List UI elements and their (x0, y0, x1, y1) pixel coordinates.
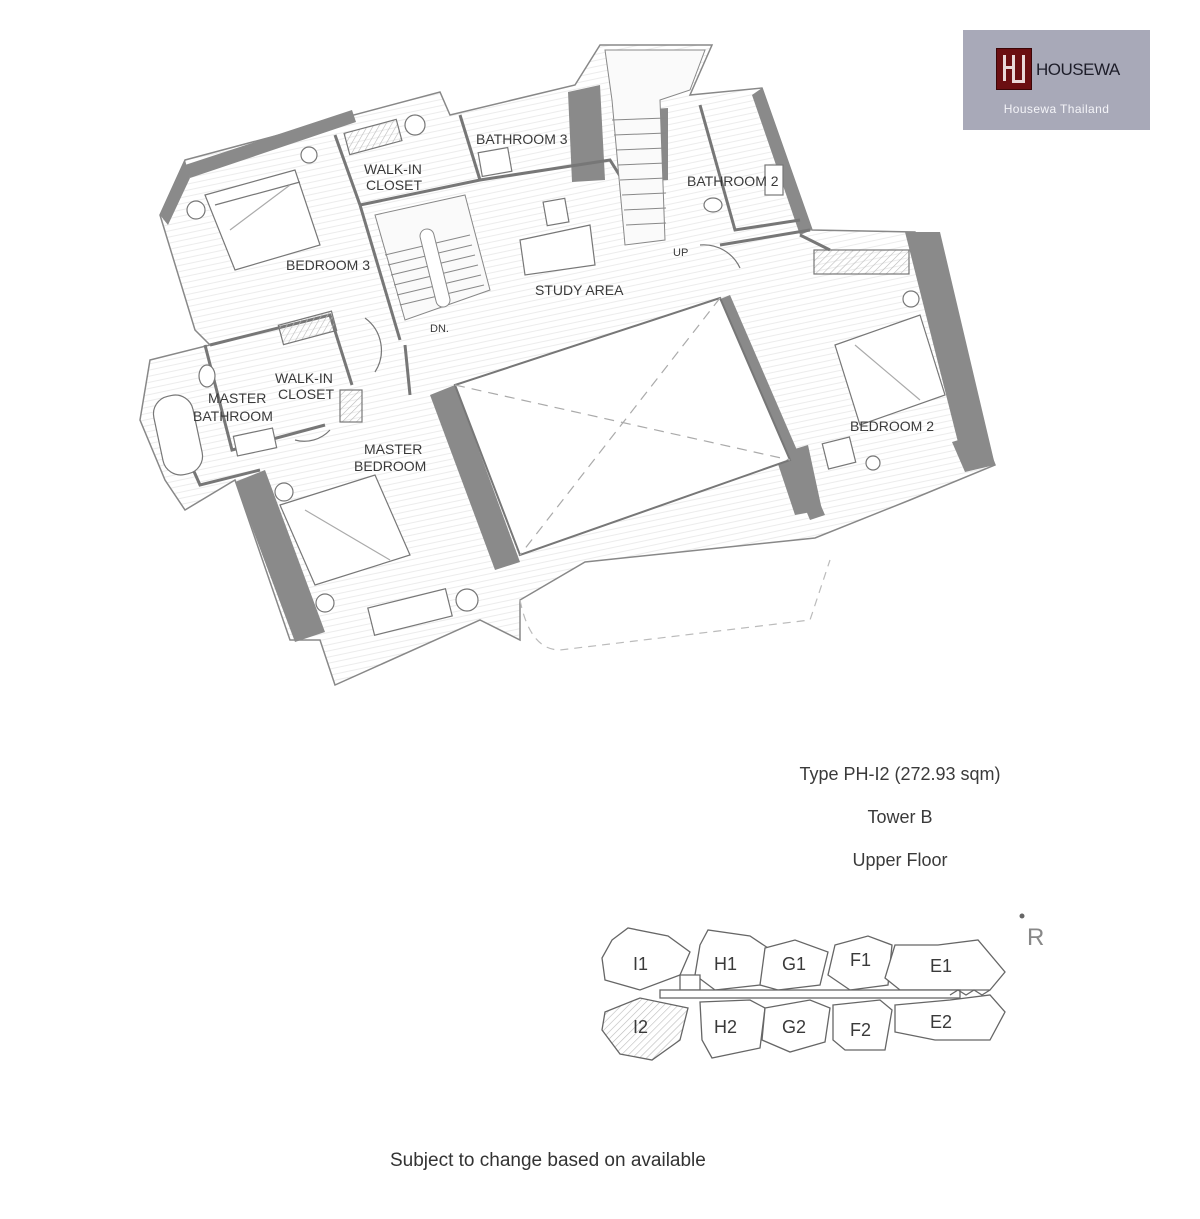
label-study-area: STUDY AREA (535, 282, 624, 298)
label-stair-up: UP (673, 247, 688, 259)
key-unit-g1: G1 (782, 954, 806, 974)
label-walkin-closet-1b: CLOSET (366, 177, 422, 193)
key-unit-f2: F2 (850, 1020, 871, 1040)
furniture (152, 114, 946, 636)
key-unit-i2: I2 (633, 1017, 648, 1037)
housewa-brand-name: HOUSEWA (1036, 60, 1120, 79)
label-bedroom-3: BEDROOM 3 (286, 257, 370, 273)
label-bedroom-2: BEDROOM 2 (850, 418, 934, 434)
label-master-bedroom-a: MASTER (364, 441, 422, 457)
key-connector-top (679, 974, 701, 991)
key-plan-labels: I1 H1 G1 F1 E1 I2 H2 G2 F2 E2 R (633, 913, 1044, 1040)
label-master-bathroom-a: MASTER (208, 390, 266, 406)
tower-name: Tower B (867, 807, 933, 827)
key-unit-h2: H2 (714, 1017, 737, 1037)
key-zigzag (949, 989, 991, 996)
key-unit-e1-shape (884, 939, 1006, 991)
key-unit-f2-shape (832, 999, 893, 1051)
key-unit-h1: H1 (714, 954, 737, 974)
label-walkin-closet-1a: WALK-IN (364, 161, 422, 177)
walls (160, 85, 995, 642)
staircase (374, 49, 706, 321)
key-unit-e2: E2 (930, 1012, 952, 1032)
label-walkin-closet-2a: WALK-IN (275, 370, 333, 386)
label-bathroom-3: BATHROOM 3 (476, 131, 568, 147)
housewa-logo-icon (996, 48, 1032, 90)
key-unit-f1-shape (827, 935, 893, 991)
label-master-bathroom-b: BATHROOM (193, 408, 273, 424)
label-bathroom-2: BATHROOM 2 (687, 173, 779, 189)
key-unit-i2-shape (601, 997, 689, 1061)
key-corridor (659, 989, 961, 999)
key-unit-f1: F1 (850, 950, 871, 970)
housewa-subtitle: Housewa Thailand (1003, 102, 1110, 116)
key-unit-h2-shape (699, 999, 766, 1059)
label-stair-down: DN. (430, 323, 449, 335)
key-unit-i1: I1 (633, 954, 648, 974)
key-unit-e1: E1 (930, 956, 952, 976)
key-unit-g2-shape (761, 999, 831, 1053)
north-arrow-icon: R (1027, 924, 1044, 951)
open-void (453, 296, 831, 651)
disclaimer-text: Subject to change based on available (390, 1150, 706, 1171)
key-unit-g2: G2 (782, 1017, 806, 1037)
housewa-logo-box: HOUSEWA Housewa Thailand (963, 30, 1150, 130)
unit-type: Type PH-I2 (272.93 sqm) (799, 764, 1001, 784)
key-unit-g1-shape (759, 939, 829, 991)
label-walkin-closet-2b: CLOSET (278, 386, 334, 402)
north-star-icon (1019, 913, 1025, 919)
key-unit-e2-shape (894, 994, 1006, 1041)
room-labels: BATHROOM 3 WALK-IN CLOSET BATHROOM 2 BED… (193, 131, 934, 474)
key-plan (601, 927, 1006, 1061)
label-master-bedroom-b: BEDROOM (354, 458, 426, 474)
floor-level: Upper Floor (852, 850, 948, 870)
